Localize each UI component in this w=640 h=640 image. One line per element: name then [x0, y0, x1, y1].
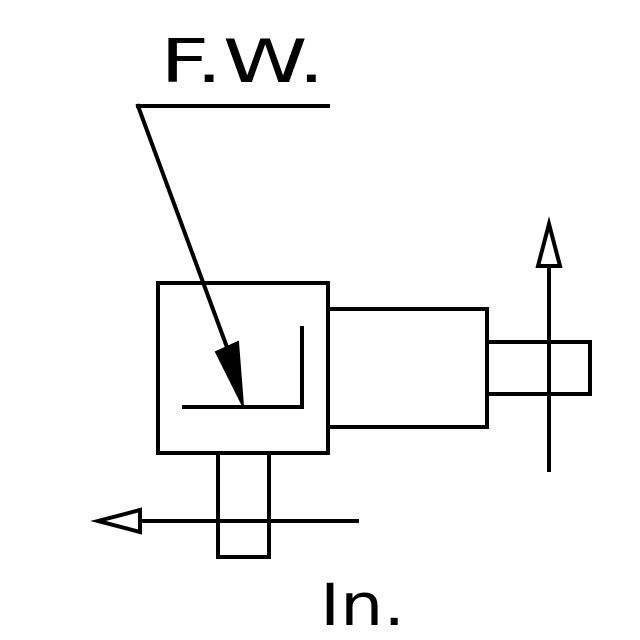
input-arrowhead — [90, 507, 142, 535]
leader-arrowhead — [214, 340, 244, 407]
leader-line — [135, 103, 231, 353]
input-shaft — [216, 451, 271, 559]
corner-mark — [182, 326, 304, 409]
output-shaft — [485, 340, 592, 396]
label-fw: F.W. — [160, 27, 325, 97]
output-arrowhead — [535, 216, 563, 268]
label-in: In. — [320, 571, 405, 639]
output-coupling-block — [326, 307, 489, 429]
